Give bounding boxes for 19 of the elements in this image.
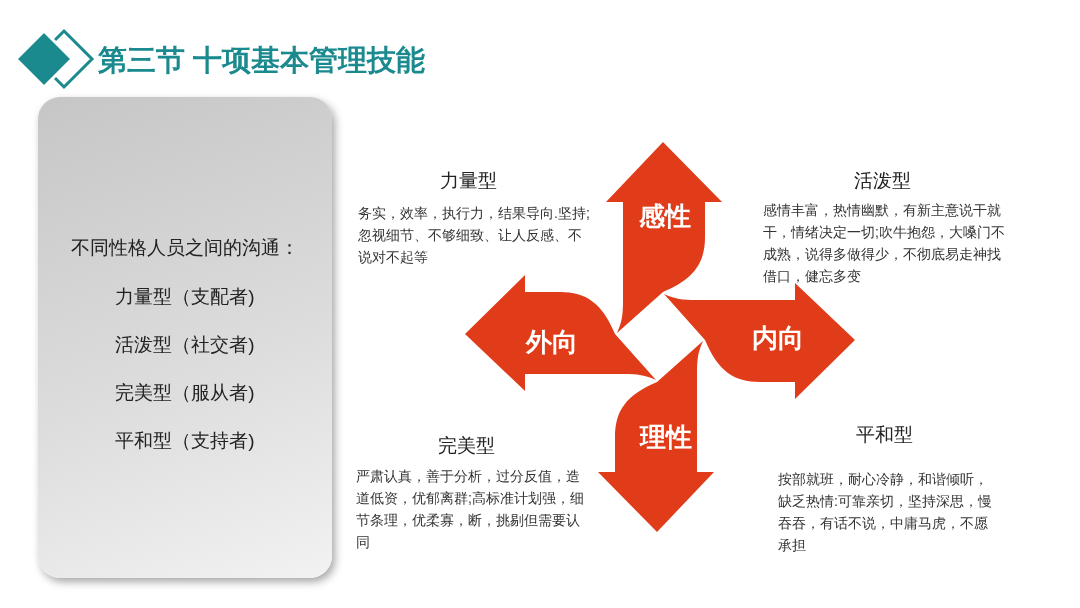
panel-item: 活泼型（社交者) [115, 333, 255, 357]
panel-item: 力量型（支配者) [115, 285, 255, 309]
arrow-label: 外向 [526, 327, 578, 357]
side-panel [38, 97, 332, 578]
panel-item: 平和型（支持者) [115, 429, 255, 453]
panel-item: 完美型（服从者) [115, 381, 255, 405]
arrow-label: 感性 [639, 201, 691, 231]
arrow-label: 理性 [640, 422, 692, 452]
type-description: 务实，效率，执行力，结果导向.坚持;忽视细节、不够细致、让人反感、不说对不起等 [358, 204, 591, 267]
type-heading: 平和型 [855, 423, 913, 447]
type-description: 感情丰富，热情幽默，有新主意说干就干，情绪决定一切;吹牛抱怨，大嗓门不成熟，说得多做得少，不彻底易走神找借口，健忘多变 [763, 201, 1006, 286]
arrow-label: 内向 [752, 323, 804, 353]
slide-title: 第三节 十项基本管理技能 [98, 43, 426, 78]
type-description: 按部就班，耐心冷静，和谐倾听，缺乏热情:可靠亲切，坚持深思，慢吞吞，有话不说，中庸马虎，不愿承担 [778, 470, 993, 555]
type-description: 严肃认真，善于分析，过分反值，造道低资，优郁离群;高标准计划强，细节条理，优柔寡，断，挑剔但需要认同 [356, 467, 585, 552]
type-heading: 完美型 [437, 434, 495, 458]
type-heading: 力量型 [439, 169, 497, 193]
type-heading: 活泼型 [853, 169, 911, 193]
panel-heading: 不同性格人员之间的沟通： [71, 236, 299, 260]
